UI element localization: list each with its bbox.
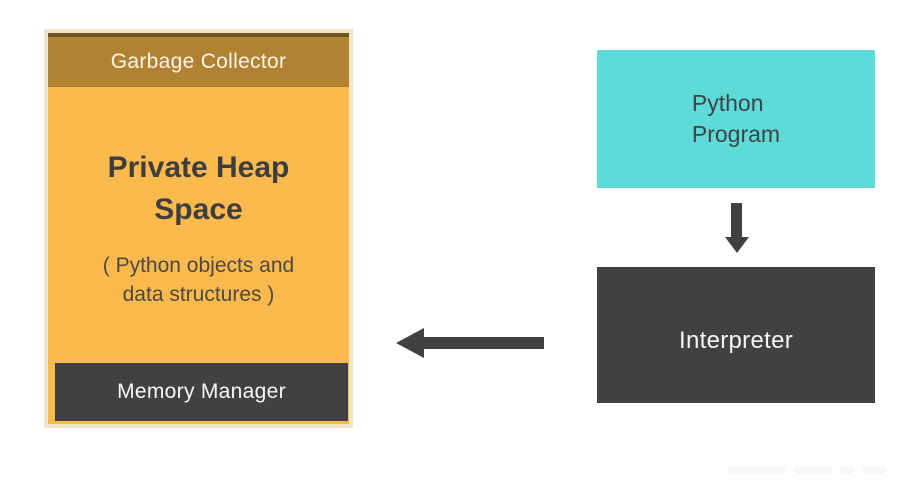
private-heap-title: Private Heap Space bbox=[107, 150, 290, 226]
garbage-collector-label: Garbage Collector bbox=[110, 50, 287, 73]
watermark-shape bbox=[728, 465, 786, 474]
arrow-left-shaft bbox=[422, 337, 544, 349]
memory-manager-label: Memory Manager bbox=[117, 380, 286, 403]
private-heap-subtitle-line1: ( Python objects and bbox=[102, 253, 295, 277]
private-heap-subtitle-line2: data structures ) bbox=[122, 283, 275, 306]
watermark-shape bbox=[794, 465, 832, 474]
garbage-collector-header: Garbage Collector bbox=[48, 33, 349, 87]
interpreter-box: Interpreter bbox=[597, 267, 875, 403]
arrow-left-head bbox=[396, 328, 424, 358]
watermark-shape bbox=[862, 465, 886, 474]
private-heap-body: Private Heap Space ( Python objects and … bbox=[48, 87, 349, 363]
memory-manager-footer: Memory Manager bbox=[55, 363, 348, 421]
python-program-label: Python Program bbox=[692, 88, 780, 150]
arrow-down-shaft bbox=[731, 203, 742, 239]
python-program-box: Python Program bbox=[597, 50, 875, 188]
python-program-label-line2: Program bbox=[691, 121, 781, 147]
interpreter-label: Interpreter bbox=[678, 327, 794, 354]
arrow-down-icon bbox=[725, 203, 749, 253]
arrow-left-icon bbox=[396, 328, 544, 358]
arrow-down-head bbox=[725, 237, 749, 253]
private-heap-subtitle: ( Python objects and data structures ) bbox=[103, 251, 294, 310]
watermark bbox=[728, 465, 886, 474]
private-heap-card: Garbage Collector Private Heap Space ( P… bbox=[44, 29, 353, 428]
python-program-label-line1: Python bbox=[691, 89, 764, 116]
watermark-shape bbox=[840, 465, 854, 474]
